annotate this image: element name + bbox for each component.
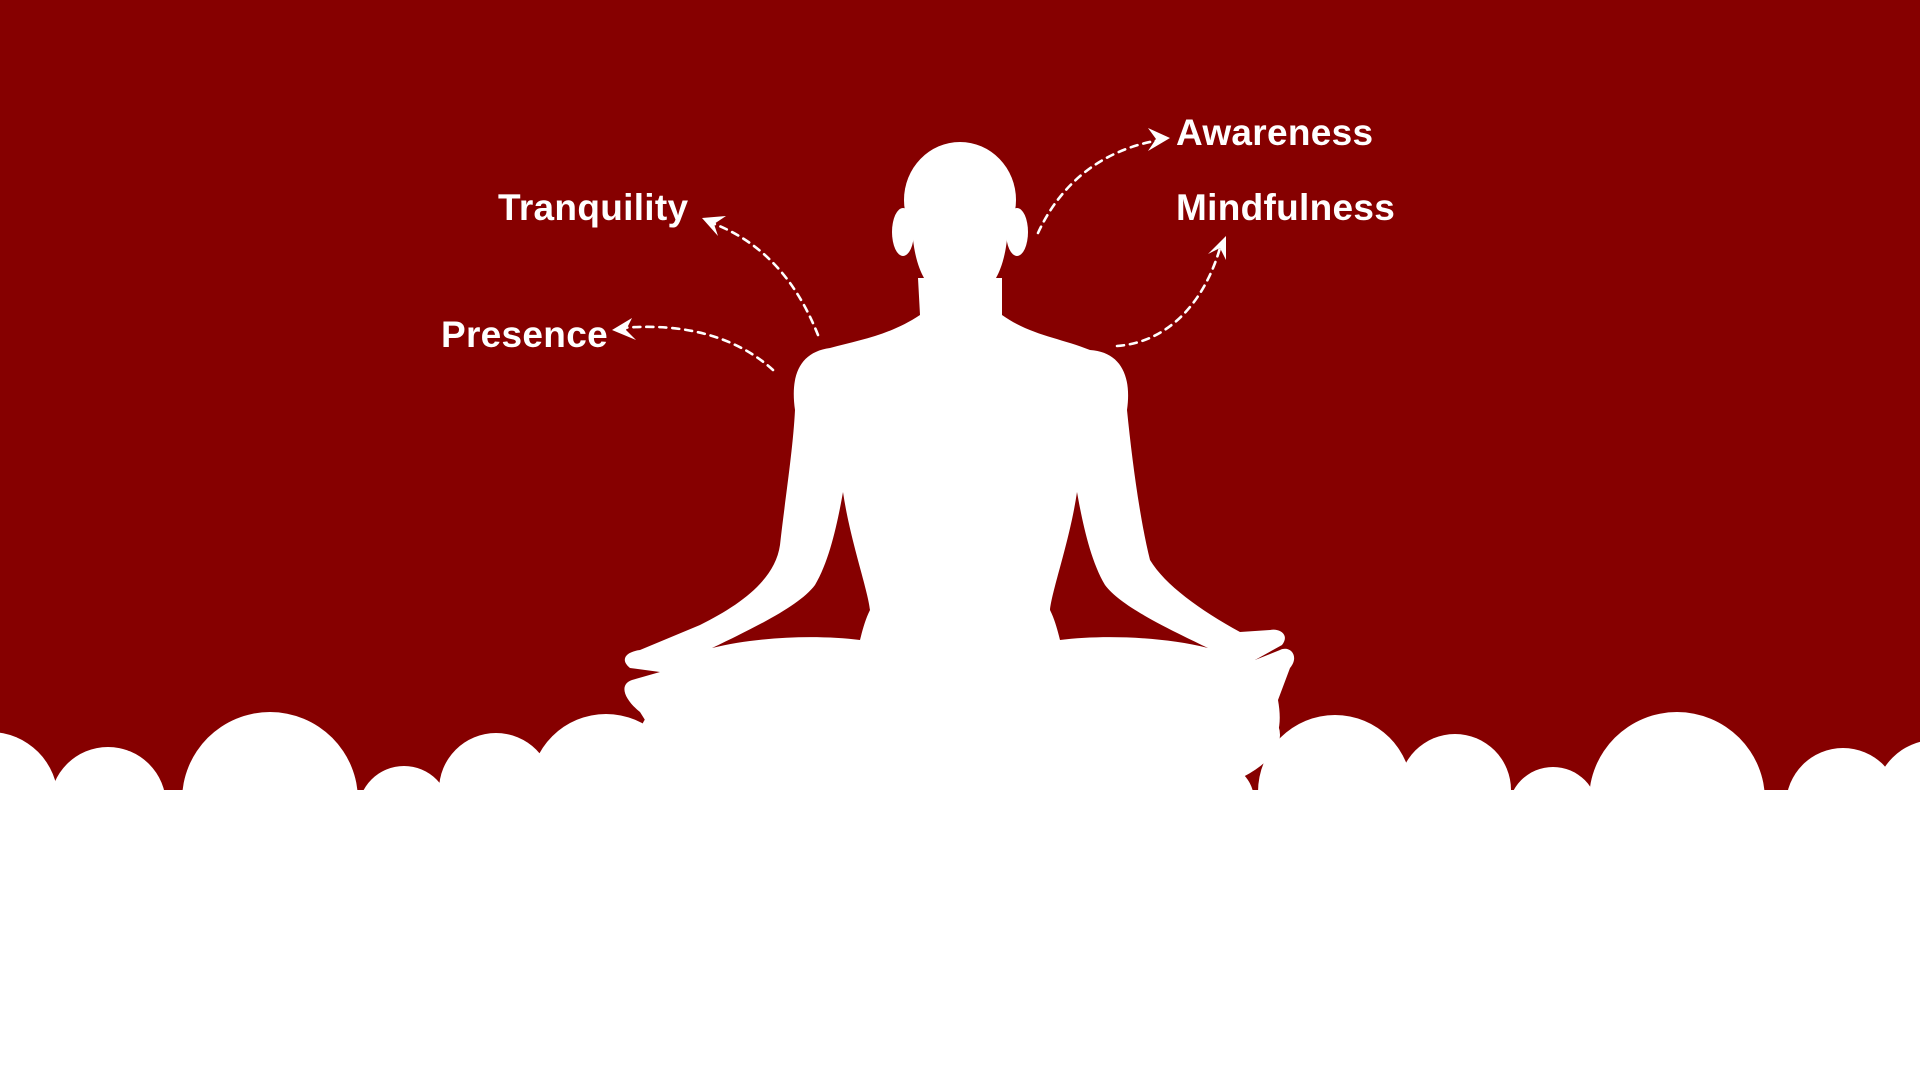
- arm-gaps: [712, 492, 1208, 648]
- label-tranquility: Tranquility: [498, 187, 689, 228]
- arrow-to-presence: [620, 325, 775, 372]
- dashed-arrows: [620, 138, 1222, 372]
- arrow-to-mindfulness: [1115, 246, 1222, 348]
- label-awareness: Awareness: [1176, 112, 1374, 153]
- arrowhead-awareness-icon: [1148, 128, 1170, 151]
- arrowhead-tranquility-icon: [702, 216, 726, 236]
- arrowheads: [612, 128, 1226, 340]
- arrowhead-presence-icon: [612, 318, 636, 340]
- label-mindfulness: Mindfulness: [1176, 187, 1396, 228]
- meditating-figure: [624, 142, 1295, 850]
- arrow-to-tranquility: [710, 221, 820, 337]
- arrow-to-awareness: [1036, 138, 1162, 235]
- clouds: [0, 712, 1920, 1080]
- label-presence: Presence: [441, 314, 608, 355]
- arrowhead-mindfulness-icon: [1208, 236, 1226, 260]
